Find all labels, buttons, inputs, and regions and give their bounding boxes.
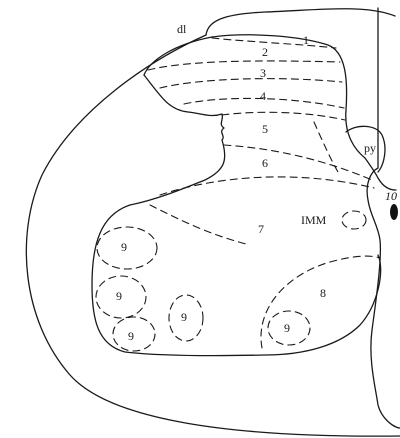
lamina-7-8-boundary [261, 256, 380, 348]
lamina-9-label: 9 [121, 240, 127, 254]
lamina-3-label: 3 [260, 66, 266, 80]
lamina-9-pool-4 [113, 317, 155, 351]
lamina-9-label: 9 [116, 289, 122, 303]
dorsal-root-entry-outline [206, 9, 395, 35]
dl-label: dl [177, 22, 187, 36]
lamina-8-label: 8 [320, 286, 326, 300]
lamina-2-label: 2 [262, 45, 268, 59]
lamina-9-label: 9 [181, 310, 187, 324]
lamina-9-pool-1 [97, 227, 157, 269]
lamina-4-label: 4 [260, 89, 266, 103]
lamina-7-label: 7 [258, 222, 264, 236]
lamina-1-2-boundary [212, 38, 336, 48]
lamina-10-label: 10 [385, 189, 397, 203]
lamina-5-internal-boundary [222, 112, 345, 120]
dorsal-horn-lateral-outline [92, 75, 381, 356]
dorsal-horn-outline [212, 35, 396, 190]
lamina-9-label: 9 [284, 321, 290, 335]
lamina-9-label: 9 [128, 329, 134, 343]
py-label: py [364, 141, 376, 155]
lamina-5-6-boundary [224, 145, 372, 180]
lamina-5-label: 5 [262, 122, 268, 136]
central-canal [390, 204, 398, 220]
lamina-7-9-boundary [150, 205, 250, 245]
lamina-6-7-boundary [160, 177, 374, 195]
dorsal-cap-outline [144, 37, 212, 75]
imm-label: IMM [301, 213, 327, 227]
lamina-1-label: 1 [303, 33, 309, 47]
lamina-6-label: 6 [262, 156, 268, 170]
lamina-3-4-boundary [160, 79, 342, 88]
lamina-2-3-boundary [148, 61, 340, 70]
spinal-cord-outline [26, 35, 400, 436]
lamina-5-oblique-boundary [314, 122, 338, 172]
imm-nucleus [342, 211, 366, 229]
